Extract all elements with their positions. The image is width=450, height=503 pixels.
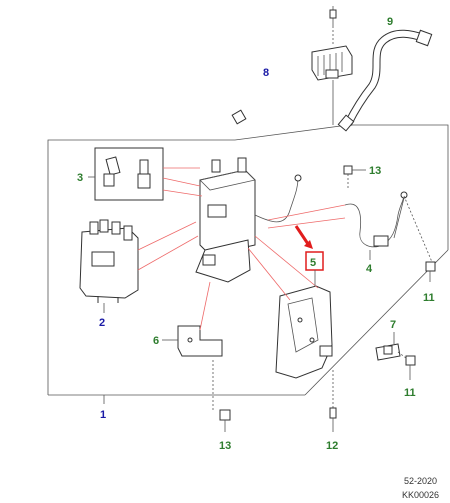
pink-leader <box>199 281 211 331</box>
bracket-5 <box>275 285 333 379</box>
control-module-1 <box>195 157 302 283</box>
top-bolt <box>329 6 337 44</box>
pink-leader <box>137 235 199 271</box>
callout-1: 1 <box>100 409 106 421</box>
callout-9: 9 <box>387 16 393 28</box>
pink-leader <box>267 217 346 229</box>
bolt-12 <box>329 370 337 432</box>
bolt-11-lower <box>397 351 416 380</box>
assembly-boundary <box>47 124 449 395</box>
callout-11-upper: 11 <box>423 292 435 304</box>
callout-12: 12 <box>326 440 338 452</box>
pink-leader <box>267 204 346 221</box>
module-housing-2 <box>79 219 139 303</box>
wiring-harness-4 <box>344 191 408 248</box>
pink-leader <box>162 177 201 187</box>
hose-9 <box>337 29 433 132</box>
bracket-7 <box>375 343 401 361</box>
callout-13-upper: 13 <box>369 165 381 177</box>
pink-leader <box>247 247 291 301</box>
pink-leader <box>137 221 197 251</box>
footer-ref: KK00026 <box>402 490 439 500</box>
cooler-block <box>311 45 353 81</box>
callout-2: 2 <box>99 317 105 329</box>
callout-6: 6 <box>153 335 159 347</box>
highlight-callout-5 <box>294 225 324 271</box>
bolt-13-upper <box>343 165 366 190</box>
bolt-13-lower <box>212 360 231 432</box>
callout-5: 5 <box>310 257 316 269</box>
bracket-6 <box>177 325 223 357</box>
callout-4: 4 <box>366 263 373 275</box>
callout-3: 3 <box>77 172 83 184</box>
callout-7: 7 <box>390 319 396 331</box>
callout-11-lower: 11 <box>404 387 416 399</box>
footer-date: 52-2020 <box>404 476 437 486</box>
pink-leader <box>254 235 319 289</box>
pink-leader <box>162 189 203 197</box>
boundary-diagonal <box>304 249 449 396</box>
bolt-11-upper <box>403 195 436 282</box>
connector-inset-3 <box>94 147 164 201</box>
callout-8: 8 <box>263 67 269 79</box>
callout-13-lower: 13 <box>219 440 231 452</box>
